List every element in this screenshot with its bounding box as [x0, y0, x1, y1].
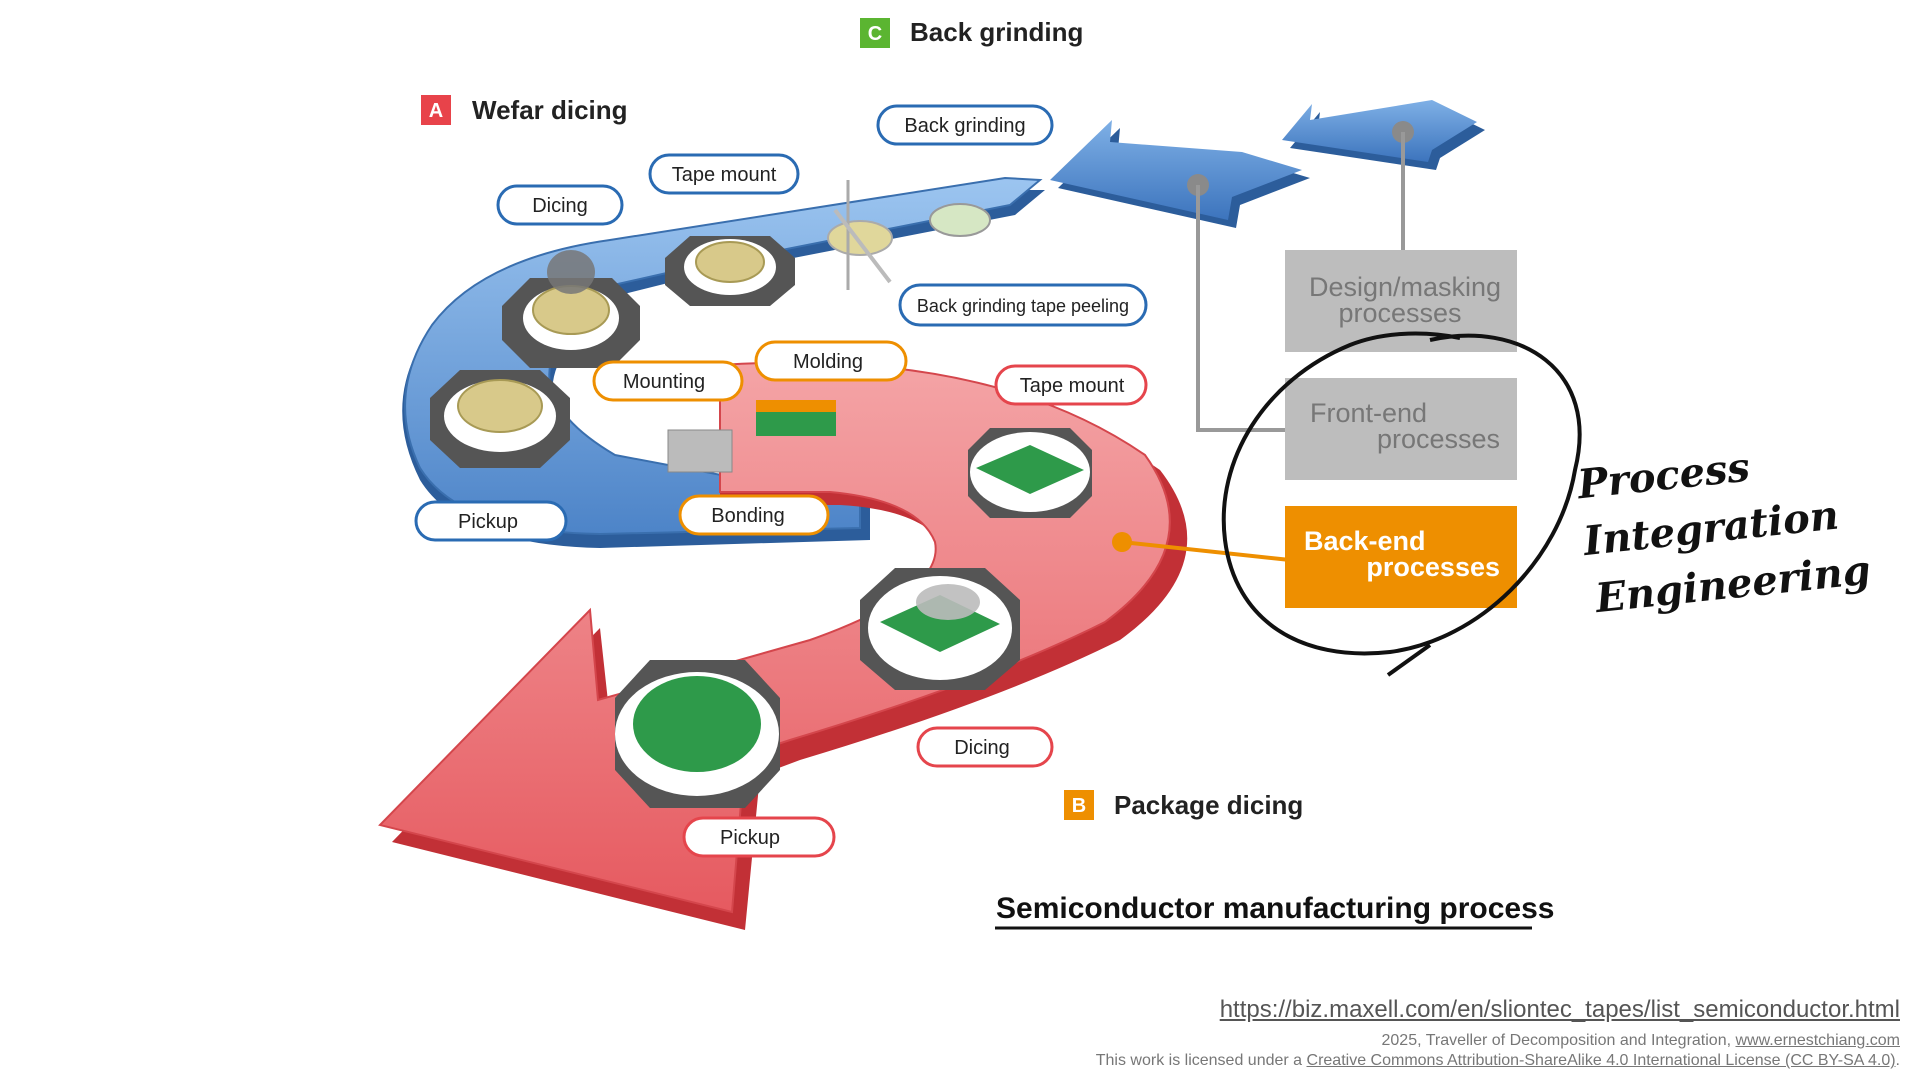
blue-track-stations: [430, 180, 991, 473]
callout-dicing-bottom: Dicing: [916, 726, 1054, 768]
source-url-anchor[interactable]: https://biz.maxell.com/en/sliontec_tapes…: [1219, 996, 1900, 1023]
license-link[interactable]: Creative Commons Attribution-ShareAlike …: [1306, 1052, 1896, 1069]
callout-pickup-bottom: Pickup: [682, 816, 836, 858]
callout-label: Tape mount: [1020, 375, 1125, 397]
front-end-box: Front-end processes: [1285, 378, 1517, 480]
callout-label: Mounting: [623, 371, 705, 393]
front-end-flow-arrows: [1050, 100, 1485, 228]
callout-label: Dicing: [532, 195, 588, 217]
callout-label: Dicing: [954, 737, 1010, 759]
license-suffix: .: [1895, 1052, 1900, 1069]
stage-badge: B: [1072, 795, 1086, 817]
callout-molding: Molding: [754, 340, 908, 382]
callout-back-grinding: Back grinding: [876, 104, 1054, 146]
callout-label: Molding: [793, 351, 863, 373]
callout-label: Pickup: [720, 827, 780, 849]
stage-badge: C: [868, 23, 882, 45]
license-prefix: This work is licensed under a: [1095, 1052, 1307, 1069]
stage-b-heading: B Package dicing: [1064, 790, 1303, 820]
callout-label: Bonding: [711, 505, 784, 527]
callout-bonding: Bonding: [678, 494, 830, 536]
credit-prefix: 2025, Traveller of Decomposition and Int…: [1381, 1032, 1736, 1049]
callout-back-grinding-tape-peeling: Back grinding tape peeling: [898, 283, 1148, 327]
stage-title: Back grinding: [910, 17, 1083, 47]
source-url-link[interactable]: https://biz.maxell.com/en/sliontec_tapes…: [1220, 996, 1900, 1024]
box-line2: processes: [1366, 552, 1500, 582]
author-site-link[interactable]: www.ernestchiang.com: [1735, 1032, 1900, 1049]
figure-title: Semiconductor manufacturing process: [995, 892, 1554, 930]
credit-line: 2025, Traveller of Decomposition and Int…: [1382, 1032, 1901, 1050]
callout-tape-mount-top: Tape mount: [648, 153, 800, 195]
box-line1: Design/masking: [1309, 272, 1501, 302]
box-line1: Front-end: [1310, 398, 1427, 428]
box-line2: processes: [1338, 298, 1461, 328]
red-track-stations: [615, 428, 1092, 808]
stage-title: Wefar dicing: [472, 95, 628, 125]
connector-lines: [1112, 132, 1405, 562]
handwritten-note: Process Integration Engineering: [1574, 444, 1872, 623]
callout-mounting: Mounting: [592, 360, 744, 402]
back-end-box: Back-end processes: [1285, 506, 1517, 608]
box-line1: Back-end: [1304, 526, 1426, 556]
box-line2: processes: [1377, 424, 1500, 454]
stage-title: Package dicing: [1114, 790, 1303, 820]
license-line: This work is licensed under a Creative C…: [1096, 1052, 1900, 1070]
stage-a-heading: A Wefar dicing: [421, 95, 628, 125]
figure-title-text: Semiconductor manufacturing process: [996, 892, 1554, 925]
callout-tape-mount-bottom: Tape mount: [994, 364, 1148, 406]
stage-badge: A: [429, 100, 443, 122]
callout-dicing-top: Dicing: [496, 184, 624, 226]
callout-label: Pickup: [458, 511, 518, 533]
callout-label: Back grinding tape peeling: [917, 296, 1129, 316]
stage-c-heading: C Back grinding: [860, 17, 1083, 48]
callout-label: Tape mount: [672, 164, 777, 186]
handdrawn-circle: [1221, 331, 1582, 677]
callout-label: Back grinding: [904, 115, 1025, 137]
handwritten-line1: Process: [1574, 444, 1752, 509]
callout-pickup-top: Pickup: [414, 500, 568, 542]
